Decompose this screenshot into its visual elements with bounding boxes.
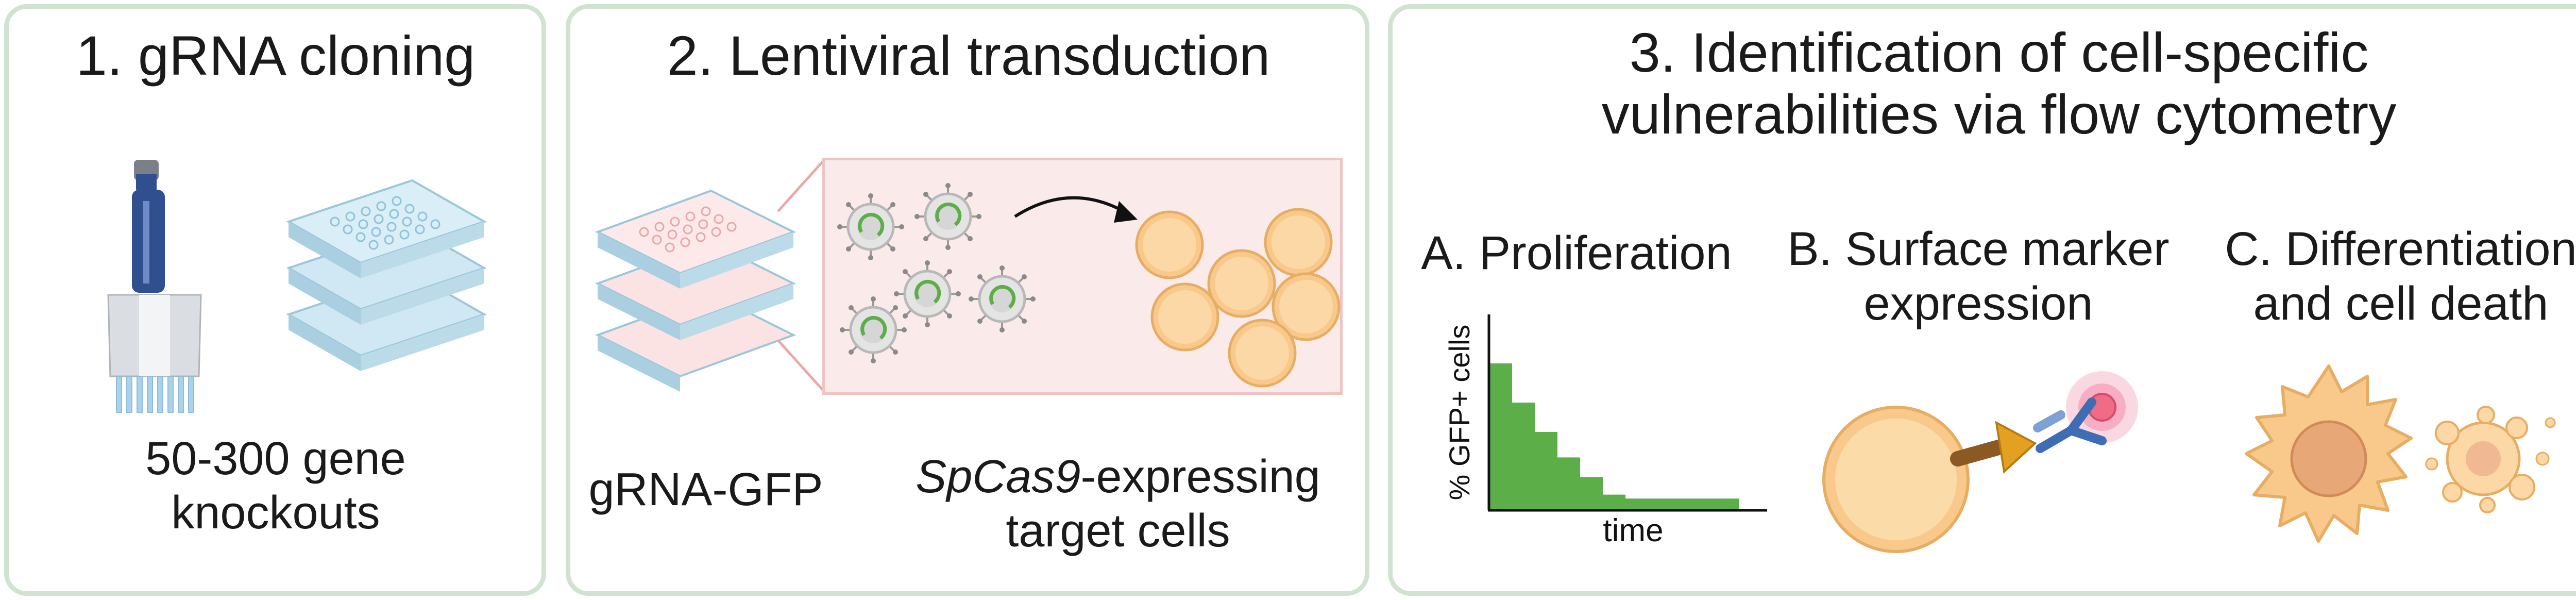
panel2-title: 2. Lentiviral transduction bbox=[667, 24, 1270, 87]
label-grna-gfp: gRNA-GFP bbox=[588, 464, 823, 515]
proliferation-bar bbox=[1557, 457, 1580, 510]
target-cell-icon bbox=[1209, 251, 1275, 316]
lentivirus-icon bbox=[840, 296, 907, 363]
proliferation-bar bbox=[1602, 494, 1625, 510]
panel3-title-line2: vulnerabilities via flow cytometry bbox=[1601, 83, 2397, 145]
plate-top bbox=[286, 179, 487, 278]
blue-plate-stack-icon bbox=[286, 179, 487, 371]
target-cell-icon bbox=[1137, 212, 1202, 278]
proliferation-bar bbox=[1534, 432, 1557, 510]
lentivirus-icon bbox=[969, 265, 1036, 332]
surface-marker-illustration bbox=[1822, 371, 2138, 553]
x-axis-label: time bbox=[1603, 513, 1663, 548]
subtitle-differentiation-line2: and cell death bbox=[2253, 277, 2549, 330]
label-spcas9-line2: target cells bbox=[1006, 505, 1230, 557]
multichannel-pipette-icon bbox=[107, 160, 202, 413]
receptor-head-icon bbox=[1995, 421, 2037, 474]
label-spcas9-rest: -expressing bbox=[1080, 451, 1320, 503]
differentiation-illustration bbox=[2245, 364, 2556, 543]
label-spcas9-italic: SpCas9 bbox=[916, 451, 1081, 503]
label-spcas9-line1: SpCas9-expressing bbox=[876, 451, 1360, 503]
subtitle-surface-marker-line1: B. Surface marker bbox=[1787, 223, 2170, 275]
subtitle-surface-marker-line2: expression bbox=[1863, 277, 2093, 330]
pink-plate-stack-icon bbox=[595, 189, 796, 392]
apoptotic-cell-icon bbox=[2425, 406, 2556, 513]
panel1-title: 1. gRNA cloning bbox=[76, 24, 476, 87]
target-cells-group bbox=[1123, 201, 1350, 392]
target-cell-icon bbox=[1152, 284, 1218, 350]
y-axis-label: % GFP+ cells bbox=[1443, 325, 1476, 501]
proliferation-bar bbox=[1625, 498, 1739, 510]
lentivirus-icon bbox=[914, 183, 981, 250]
proliferation-bar bbox=[1489, 363, 1512, 510]
transduction-arrow-icon bbox=[1014, 196, 1138, 223]
target-cell-icon bbox=[1265, 209, 1331, 275]
proliferation-bar bbox=[1580, 477, 1603, 510]
antibody-icon bbox=[2033, 397, 2107, 453]
zoom-connector-lines bbox=[777, 159, 825, 393]
lentivirus-icon bbox=[837, 193, 904, 260]
subtitle-differentiation-line1: C. Differentiation bbox=[2225, 223, 2576, 275]
panel3-title-line1: 3. Identification of cell-specific bbox=[1629, 21, 2369, 84]
lentivirus-icon bbox=[894, 260, 961, 327]
panel1-caption-line2: knockouts bbox=[171, 487, 380, 539]
subtitle-proliferation: A. Proliferation bbox=[1421, 227, 1732, 279]
proliferation-chart: time % GFP+ cells bbox=[1443, 314, 1767, 548]
target-cell-icon bbox=[1229, 320, 1295, 386]
panel1-caption-line1: 50-300 gene bbox=[145, 433, 406, 485]
proliferation-bar bbox=[1512, 403, 1535, 510]
receptor-stalk-icon bbox=[1950, 438, 2012, 466]
